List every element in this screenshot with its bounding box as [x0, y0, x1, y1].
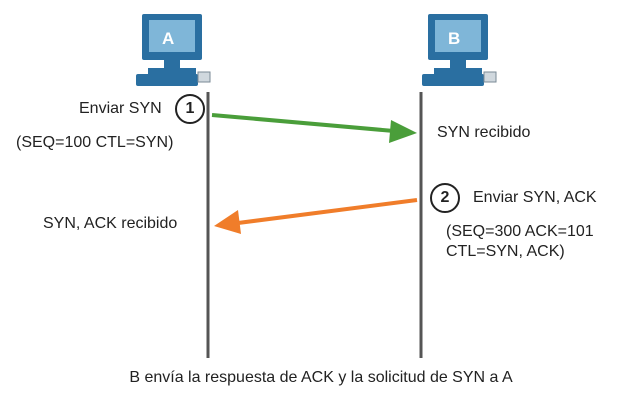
syn-arrow: [211, 113, 417, 143]
step2-action-label: Enviar SYN, ACK: [473, 189, 597, 206]
step1-number-badge: 1: [175, 94, 205, 124]
host-b-label: B: [448, 29, 461, 48]
syn-received-label: SYN recibido: [437, 124, 531, 141]
computer-a-icon: [136, 14, 211, 86]
step2-fields-line2: CTL=SYN, ACK): [446, 243, 565, 260]
step1-fields-label: (SEQ=100 CTL=SYN): [16, 134, 174, 151]
syn-ack-arrow: [214, 198, 418, 234]
step1-action-label: Enviar SYN: [79, 100, 162, 117]
step2-fields-line1: (SEQ=300 ACK=101: [446, 223, 594, 240]
syn-ack-received-label: SYN, ACK recibido: [43, 215, 178, 232]
step2-number-badge: 2: [430, 183, 460, 213]
diagram-caption: B envía la respuesta de ACK y la solicit…: [129, 369, 513, 386]
computer-b-icon: [422, 14, 497, 86]
host-a-label: A: [162, 29, 175, 48]
